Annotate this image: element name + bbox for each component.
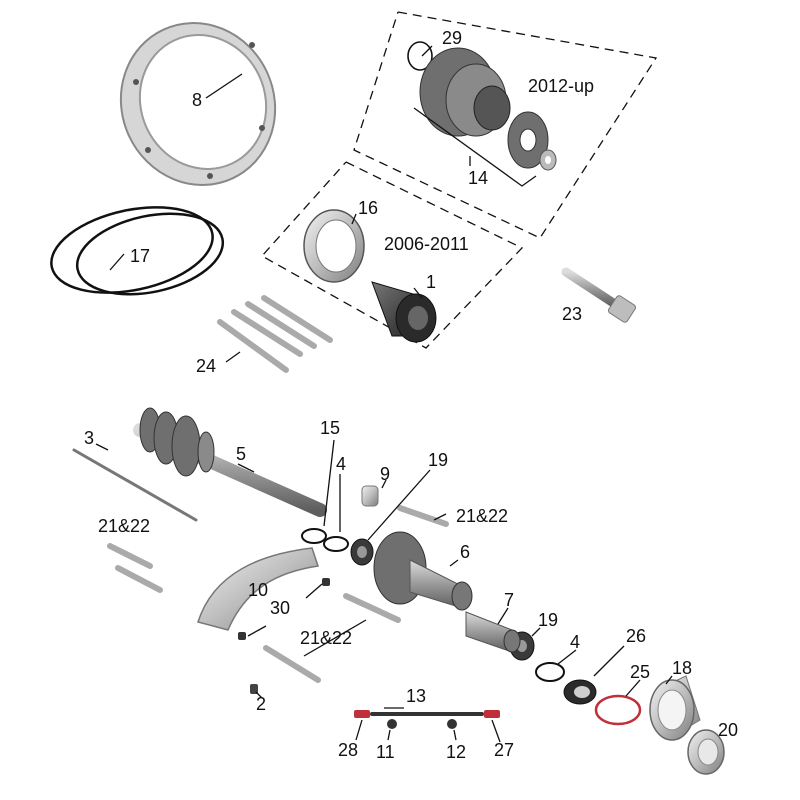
label-part-4-upper: 4 bbox=[336, 454, 346, 474]
label-part-7: 7 bbox=[504, 590, 514, 610]
part-21-22-bolt-upper[interactable] bbox=[397, 505, 449, 527]
part-21-22-bolts-left[interactable] bbox=[107, 543, 163, 593]
label-part-24: 24 bbox=[196, 356, 216, 376]
label-part-5: 5 bbox=[236, 444, 246, 464]
part-24-bolts[interactable] bbox=[217, 295, 333, 373]
label-part-18: 18 bbox=[672, 658, 692, 678]
part-27-tip[interactable] bbox=[484, 710, 500, 718]
label-part-20: 20 bbox=[718, 720, 738, 740]
part-28-tip[interactable] bbox=[354, 710, 370, 718]
label-part-19-upper: 19 bbox=[428, 450, 448, 470]
part-6-counter-gear[interactable] bbox=[373, 531, 473, 611]
leader-lines bbox=[95, 45, 673, 743]
label-part-14: 14 bbox=[468, 168, 488, 188]
label-part-6: 6 bbox=[460, 542, 470, 562]
label-part-21-22-upper: 21&22 bbox=[456, 506, 508, 526]
part-4-ring-lower[interactable] bbox=[535, 662, 565, 682]
group-box-2006-2011 bbox=[260, 161, 524, 349]
label-part-29: 29 bbox=[442, 28, 462, 48]
part-14-gear-set[interactable] bbox=[419, 47, 557, 171]
part-15-ring[interactable] bbox=[301, 528, 327, 544]
callout-labels: 8 29 2012-up 14 16 2006-2011 1 17 23 24 … bbox=[84, 28, 738, 762]
label-part-4-lower: 4 bbox=[570, 632, 580, 652]
part-11-plug[interactable] bbox=[387, 719, 397, 729]
label-part-11: 11 bbox=[376, 742, 395, 762]
part-7-tube[interactable] bbox=[465, 611, 521, 653]
label-part-23: 23 bbox=[562, 304, 582, 324]
part-20-cap[interactable] bbox=[687, 729, 725, 775]
part-12-plug[interactable] bbox=[447, 719, 457, 729]
part-2-pin[interactable] bbox=[250, 684, 258, 694]
part-17-o-rings[interactable] bbox=[43, 194, 230, 307]
part-9-sleeve[interactable] bbox=[361, 485, 379, 507]
part-30-pins[interactable] bbox=[238, 578, 330, 640]
label-part-17: 17 bbox=[130, 246, 150, 266]
label-part-16: 16 bbox=[358, 198, 378, 218]
group-box-2012-up bbox=[353, 11, 658, 239]
part-8-housing-ring[interactable] bbox=[94, 0, 301, 210]
part-10-bracket[interactable] bbox=[197, 547, 319, 631]
label-group-2012-up: 2012-up bbox=[528, 76, 594, 96]
label-part-9: 9 bbox=[380, 464, 390, 484]
label-part-25: 25 bbox=[630, 662, 650, 682]
label-part-13: 13 bbox=[406, 686, 426, 706]
part-1-hub[interactable] bbox=[371, 281, 437, 343]
label-part-10: 10 bbox=[248, 580, 268, 600]
part-16-sleeve[interactable] bbox=[303, 209, 365, 283]
label-part-8: 8 bbox=[192, 90, 202, 110]
part-29-o-ring[interactable] bbox=[407, 41, 433, 71]
label-part-30: 30 bbox=[270, 598, 290, 618]
label-part-21-22-middle: 21&22 bbox=[300, 628, 352, 648]
label-group-2006-2011: 2006-2011 bbox=[384, 234, 469, 254]
label-part-12: 12 bbox=[446, 742, 466, 762]
label-part-15: 15 bbox=[320, 418, 340, 438]
part-19-bearing-upper[interactable] bbox=[350, 538, 374, 566]
label-part-27: 27 bbox=[494, 740, 514, 760]
label-part-1: 1 bbox=[426, 272, 436, 292]
part-21-22-bolts-middle[interactable] bbox=[263, 593, 401, 683]
label-part-28: 28 bbox=[338, 740, 358, 760]
label-part-19-lower: 19 bbox=[538, 610, 558, 630]
label-part-2: 2 bbox=[256, 694, 266, 714]
part-18-sleeve[interactable] bbox=[649, 675, 701, 741]
label-part-26: 26 bbox=[626, 626, 646, 646]
part-4-ring-upper[interactable] bbox=[323, 536, 349, 552]
part-26-seal[interactable] bbox=[563, 679, 597, 705]
part-23-bolt[interactable] bbox=[561, 267, 637, 323]
part-5-main-shaft[interactable] bbox=[133, 407, 327, 517]
label-part-3: 3 bbox=[84, 428, 94, 448]
part-3-rod[interactable] bbox=[72, 448, 198, 522]
part-25-o-ring[interactable] bbox=[594, 694, 642, 726]
label-part-21-22-left: 21&22 bbox=[98, 516, 150, 536]
